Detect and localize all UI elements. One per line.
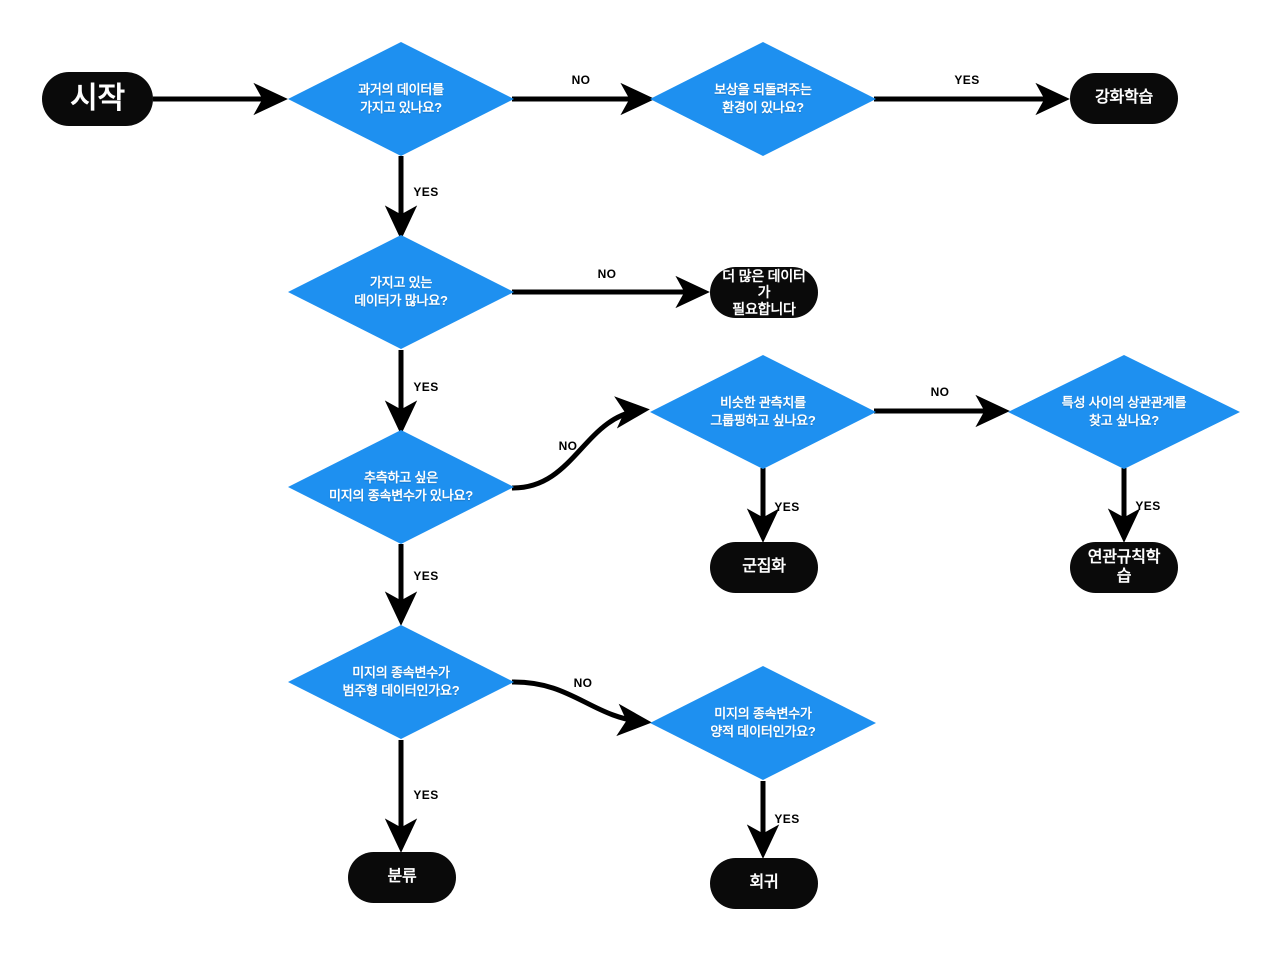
edge-label-d7-yes: YES [413, 788, 439, 802]
decision-target-is-quantitative[interactable]: 미지의 종속변수가 양적 데이터인가요? [650, 666, 876, 780]
decision-enough-data[interactable]: 가지고 있는 데이터가 많나요? [288, 235, 514, 349]
decision-target-is-categorical[interactable]: 미지의 종속변수가 범주형 데이터인가요? [288, 625, 514, 739]
terminal-regression[interactable]: 회귀 [710, 858, 818, 909]
node-start-label: 시작 [70, 82, 125, 116]
edge-label-d2-yes: YES [954, 73, 980, 87]
terminal-association-rule-learning[interactable]: 연관규칙학습 [1070, 542, 1178, 593]
edge-d4-no-to-d5 [511, 396, 650, 491]
decision-label: 미지의 종속변수가 범주형 데이터인가요? [342, 665, 460, 698]
decision-find-feature-correlation[interactable]: 특성 사이의 상관관계를 찾고 싶나요? [1008, 355, 1240, 469]
terminal-label: 연관규칙학습 [1087, 548, 1161, 585]
decision-label: 특성 사이의 상관관계를 찾고 싶나요? [1061, 395, 1187, 428]
terminal-reinforcement-learning[interactable]: 강화학습 [1070, 73, 1178, 124]
terminal-label: 회귀 [749, 874, 779, 892]
decision-label: 보상을 되돌려주는 환경이 있나요? [714, 82, 812, 115]
terminal-label: 강화학습 [1094, 89, 1154, 107]
terminal-classification[interactable]: 분류 [348, 852, 456, 903]
edge-label-d1-yes: YES [413, 185, 439, 199]
edge-label-d1-no: NO [571, 73, 591, 87]
edge-label-d5-no: NO [930, 385, 950, 399]
edge-label-d3-no: NO [597, 267, 617, 281]
edge-label-d6-yes: YES [1135, 499, 1161, 513]
terminal-clustering[interactable]: 군집화 [710, 542, 818, 593]
decision-label: 가지고 있는 데이터가 많나요? [354, 275, 448, 308]
edge-label-d4-yes: YES [413, 569, 439, 583]
edge-d7-no-to-d8 [511, 679, 652, 737]
edge-label-d8-yes: YES [774, 812, 800, 826]
terminal-label: 군집화 [742, 558, 786, 576]
decision-label: 과거의 데이터를 가지고 있나요? [358, 82, 444, 115]
edge-label-d5-yes: YES [774, 500, 800, 514]
decision-has-target-variable[interactable]: 추측하고 싶은 미지의 종속변수가 있나요? [288, 430, 514, 544]
decision-label: 비슷한 관측치를 그룹핑하고 싶나요? [710, 395, 816, 428]
decision-label: 추측하고 싶은 미지의 종속변수가 있나요? [329, 470, 473, 503]
decision-has-reward-environment[interactable]: 보상을 되돌려주는 환경이 있나요? [650, 42, 876, 156]
decision-group-similar-observations[interactable]: 비슷한 관측치를 그룹핑하고 싶나요? [650, 355, 876, 469]
decision-label: 미지의 종속변수가 양적 데이터인가요? [710, 706, 816, 739]
node-start[interactable]: 시작 [42, 72, 153, 126]
decision-has-historical-data[interactable]: 과거의 데이터를 가지고 있나요? [288, 42, 514, 156]
edge-label-d4-no: NO [558, 439, 578, 453]
terminal-need-more-data[interactable]: 더 많은 데이터가 필요합니다 [710, 267, 818, 318]
terminal-label: 더 많은 데이터가 필요합니다 [722, 267, 806, 317]
edge-label-d7-no: NO [573, 676, 593, 690]
terminal-label: 분류 [387, 868, 417, 886]
edge-label-d3-yes: YES [413, 380, 439, 394]
